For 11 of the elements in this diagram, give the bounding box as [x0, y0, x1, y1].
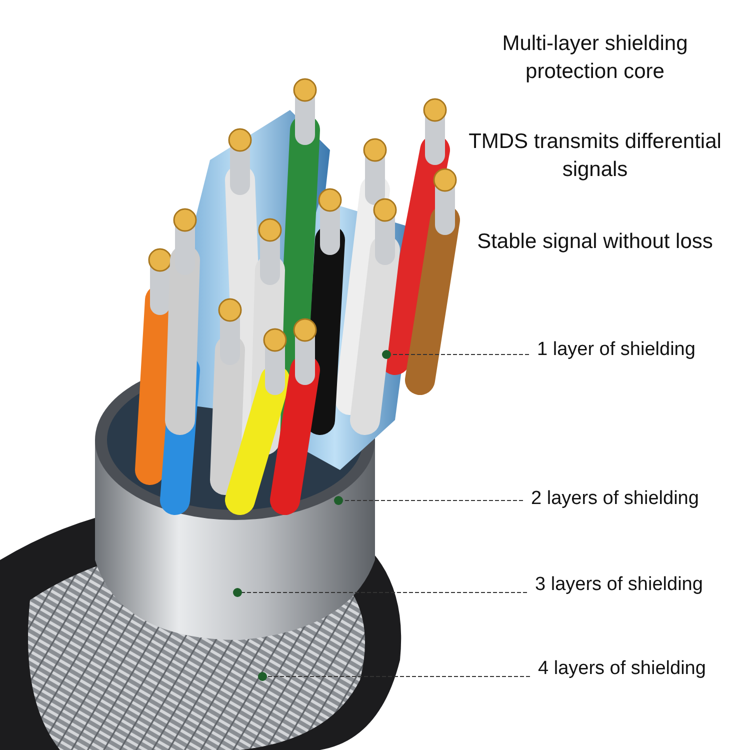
leader-line [242, 592, 528, 593]
callout-label: 3 layers of shielding [535, 574, 703, 596]
callout-label: 4 layers of shielding [538, 658, 706, 680]
callout-label: 2 layers of shielding [531, 488, 699, 510]
callout-label: 1 layer of shielding [537, 339, 696, 361]
leader-line [266, 676, 530, 677]
feature-text: TMDS transmits differential signals [468, 129, 722, 183]
feature-text: Stable signal without loss [476, 229, 714, 255]
feature-text: Multi-layer shielding protection core [501, 31, 689, 85]
leader-line [390, 354, 530, 355]
leader-line [342, 500, 524, 501]
